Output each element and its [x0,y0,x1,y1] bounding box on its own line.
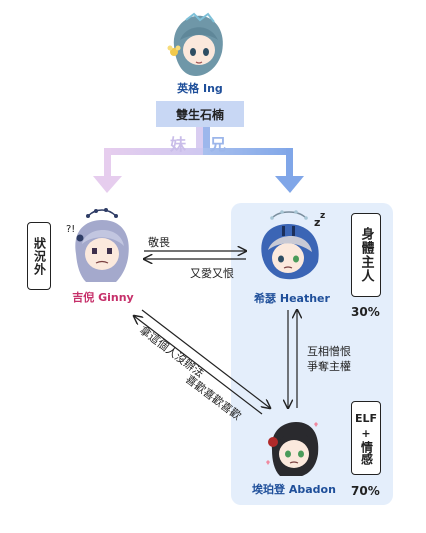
ing-name: 英格 Ing [177,82,223,95]
edge-label-hate: 互相憎恨 [307,345,351,358]
svg-text:z: z [320,211,325,221]
edge-label-awe: 敬畏 [148,236,170,249]
stem-left [196,127,203,155]
abadon-box-line3: 情感 [359,441,374,465]
branch-left-drop [104,148,111,176]
svg-text:?!: ?! [66,224,75,235]
abadon-box-line1: ELF [354,412,378,425]
org-box: 雙生石楠 [156,101,244,127]
branch-right-drop [286,148,293,176]
abadon-box-line2: + [361,427,371,440]
abadon-percent: 70% [351,484,380,498]
branch-right-bar [203,148,293,155]
branch-label-sister: 妹 [170,135,187,154]
arrow-ginny-to-abadon [141,309,270,408]
branch-left-bar [104,148,203,155]
ing-avatar [167,12,223,76]
edge-label-love-hate: 又愛又恨 [190,267,234,280]
status-box: 狀況外 [27,222,51,290]
ginny-name: 吉倪 Ginny [72,291,134,304]
arrowhead-right [275,176,304,193]
ginny-avatar: ?! [66,208,129,282]
heather-name: 希瑟 Heather [254,292,330,305]
abadon-role-box: ELF + 情感 [351,401,381,475]
arrowhead-left [93,176,122,193]
branch-label-brother: 兄 [210,135,227,154]
arrow-abadon-to-ginny [134,316,263,415]
svg-text:z: z [314,216,320,229]
heather-role-box: 身體主人 [351,213,381,297]
stem-right [203,127,210,155]
edge-label-struggle: 爭奪主權 [307,360,351,373]
heather-avatar: z z [261,210,325,280]
abadon-avatar [266,422,319,476]
abadon-name: 埃珀登 Abadon [252,483,336,496]
heather-percent: 30% [351,305,380,319]
